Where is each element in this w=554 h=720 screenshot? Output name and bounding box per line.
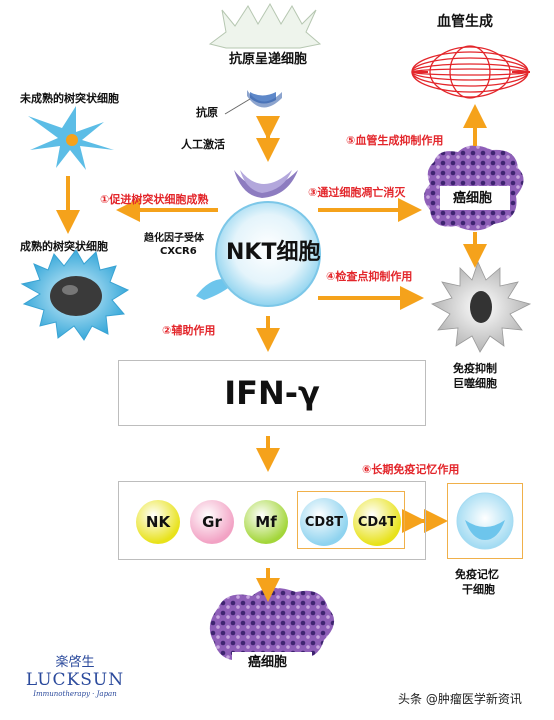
artificial-activation-label: 人工激活 <box>181 138 225 151</box>
macrophage-label-1: 免疫抑制 <box>453 362 497 375</box>
action-apoptosis: ③通过细胞凋亡消灭 <box>308 186 406 199</box>
action-long-term-memory: ⑥长期免疫记忆作用 <box>362 463 460 476</box>
nkt-receptor-icon <box>234 170 298 198</box>
arrows <box>56 104 487 602</box>
apc-icon <box>208 2 322 49</box>
nkt-cell-label: NKT细胞 <box>226 240 321 265</box>
blood-vessel-icon <box>411 45 530 99</box>
ifn-gamma-label: IFN-γ <box>224 374 320 412</box>
memory-stem-cell-box <box>447 483 523 559</box>
mf-cell-label: Mf <box>255 513 277 531</box>
action-promote-dc: ①促进树突状细胞成熟 <box>100 193 209 206</box>
cd-t-cells-box <box>297 491 405 549</box>
logo-name: LUCKSUN <box>25 670 125 690</box>
mature-dc-label: 成熟的树突状细胞 <box>20 240 108 253</box>
immature-dc-icon <box>28 106 114 170</box>
footer-source: 头条 @肿瘤医学新资讯 <box>398 692 522 706</box>
cd4t-cell-label: CD4T <box>357 514 397 530</box>
memory-stem-cell-label-1: 免疫记忆 <box>455 568 499 581</box>
cd4t-cell-ball: CD4T <box>353 498 401 546</box>
gr-cell-ball: Gr <box>190 500 234 544</box>
cd8t-cell-ball: CD8T <box>300 498 348 546</box>
action-helper: ②辅助作用 <box>162 324 216 337</box>
antigen-label: 抗原 <box>196 106 218 119</box>
angiogenesis-label: 血管生成 <box>437 14 493 30</box>
cxcr6-label: CXCR6 <box>160 246 197 257</box>
logo-tagline: Immunotherapy · Japan <box>33 690 117 698</box>
cancer-cell-top-label: 癌细胞 <box>453 191 493 206</box>
memory-stem-cell-label-2: 干细胞 <box>462 583 495 596</box>
nk-cell-ball: NK <box>136 500 180 544</box>
nk-cell-label: NK <box>145 513 171 531</box>
ifn-gamma-box: IFN-γ <box>118 360 426 426</box>
logo-chinese: 楽啓生 <box>55 655 95 670</box>
action-angiogenesis-inhibition: ⑤血管生成抑制作用 <box>346 134 444 147</box>
mature-dc-icon <box>20 249 130 341</box>
cancer-cell-bottom-icon <box>209 587 335 672</box>
chemokine-receptor-label: 趋化因子受体 <box>144 233 204 244</box>
nkt-cell-icon <box>196 201 321 307</box>
effector-cells-box <box>118 481 426 560</box>
immature-dc-label: 未成熟的树突状细胞 <box>20 92 119 105</box>
macrophage-label-2: 巨噬细胞 <box>453 377 497 390</box>
macrophage-icon <box>430 260 532 353</box>
cancer-cell-bottom-label: 癌细胞 <box>248 655 288 670</box>
memory-stem-cell-icon <box>456 492 514 550</box>
antigen-receptor-icon <box>224 90 282 115</box>
apc-label: 抗原呈递细胞 <box>229 52 308 67</box>
action-checkpoint: ④检查点抑制作用 <box>326 270 413 283</box>
mf-cell-ball: Mf <box>244 500 288 544</box>
cd8t-cell-label: CD8T <box>304 514 344 530</box>
cancer-cell-top-icon <box>424 145 524 231</box>
gr-cell-label: Gr <box>202 513 222 531</box>
lucksun-logo: 楽啓生 LUCKSUN Immunotherapy · Japan <box>20 655 130 699</box>
